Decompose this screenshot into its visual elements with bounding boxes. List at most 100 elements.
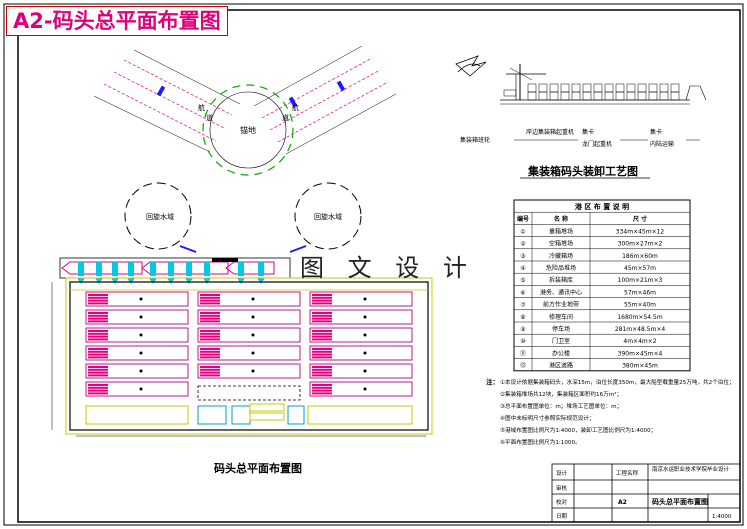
container-stack [88, 312, 108, 314]
label-channel-right-b: 道 [282, 113, 289, 122]
container-stack [312, 386, 332, 389]
crane-arrow [149, 278, 157, 284]
tb-scale: 1:4000 [712, 514, 732, 520]
crane-arrow [127, 278, 135, 284]
flow-label-truck: 集卡 [582, 128, 594, 136]
profile-container [615, 83, 625, 93]
flow-label-quay-crane: 岸边集装箱起重机 [526, 128, 574, 136]
sheet-banner-title: A2-码头总平面布置图 [6, 6, 228, 36]
block-marker [139, 297, 143, 301]
channel-buoy-left [156, 85, 166, 97]
legend-cell: ⑫ [520, 362, 526, 370]
profile-container [560, 83, 570, 93]
tb-date-label: 日期 [556, 513, 568, 520]
profile-container [560, 91, 570, 101]
profile-container [626, 91, 636, 101]
container-stack [312, 312, 332, 314]
crane-arrow [257, 278, 265, 284]
title-block [551, 463, 741, 523]
yard-block [309, 381, 413, 397]
profile-container [593, 83, 603, 93]
container-stack [200, 317, 220, 320]
profile-container [549, 91, 559, 101]
label-channel-left-b: 道 [206, 113, 213, 122]
container-stack [88, 392, 108, 395]
legend-cell: 4m×4m×2 [623, 338, 656, 345]
container-stack [312, 294, 332, 296]
container-stack [312, 302, 332, 305]
container-stack [200, 356, 220, 359]
container-stack [200, 366, 220, 368]
legend-cell: 380m×45m [622, 363, 658, 370]
note-line: ③总平面布置图单位：m；堆场工艺图单位：m； [500, 402, 622, 410]
container-stack [88, 294, 108, 296]
profile-container [659, 83, 669, 93]
profile-container [637, 91, 647, 101]
label-turning-right: 回旋水域 [314, 212, 342, 221]
legend-cell: ⑩ [520, 338, 525, 345]
legend-cell: 重箱堆场 [549, 227, 573, 235]
container-stack [88, 386, 108, 389]
block-marker [251, 315, 255, 319]
ship-bow-block [212, 258, 238, 262]
profile-container [670, 91, 680, 101]
container-stack [88, 348, 108, 350]
label-turning-left: 回旋水域 [146, 212, 174, 221]
outer-border [3, 3, 744, 526]
yard-block [309, 291, 413, 307]
container-stack [88, 320, 108, 323]
note-line: ②集装箱堆场共12块，集装箱区面积约16万m²； [500, 390, 622, 398]
parking-block [307, 405, 413, 425]
quay-cranes [77, 262, 265, 284]
container-stack [312, 299, 332, 302]
container-stack [200, 353, 220, 356]
yard-block [309, 327, 413, 343]
profile-container [582, 91, 592, 101]
yard-block [197, 327, 301, 343]
gate-block-2 [249, 412, 285, 421]
container-stack [312, 320, 332, 323]
container-stack [88, 302, 108, 305]
container-stack [312, 366, 332, 368]
container-stack [312, 392, 332, 395]
legend-cell: 100m×21m×3 [618, 277, 663, 284]
container-stack [312, 332, 332, 335]
legend-header: 编号 [517, 215, 529, 223]
tb-drawing-name: 码头总平面布置图 [652, 497, 708, 506]
container-stack [200, 312, 220, 314]
quay-crane [112, 262, 118, 276]
note-line: ④图中未标明尺寸参照实际规范设计； [500, 414, 595, 422]
legend-cell: 停车场 [552, 325, 570, 333]
legend-cell: ⑤ [520, 277, 525, 284]
profile-container [604, 91, 614, 101]
quay-crane [168, 262, 174, 276]
block-marker [363, 387, 367, 391]
profile-container [637, 83, 647, 93]
container-stack [312, 335, 332, 338]
container-stack [200, 348, 220, 350]
container-stack [88, 389, 108, 392]
block-marker [363, 315, 367, 319]
container-stack [312, 338, 332, 341]
container-stack [88, 356, 108, 359]
tb-design-label: 设计 [556, 469, 568, 477]
turning-basin-left [124, 182, 192, 250]
container-stack [200, 368, 220, 371]
block-marker [251, 369, 255, 373]
flow-label-hinterland: 内陆运输 [650, 140, 674, 148]
office-block-2 [231, 405, 251, 425]
yard-block [309, 363, 413, 379]
container-stack [88, 314, 108, 317]
container-stack [88, 338, 108, 341]
container-stack [312, 348, 332, 350]
block-marker [363, 369, 367, 373]
block-marker [139, 387, 143, 391]
reserved-block [197, 385, 301, 401]
legend-cell: 前方作业地带 [543, 301, 579, 309]
legend-cell: ④ [520, 265, 525, 272]
profile-container [648, 91, 658, 101]
container-stack [88, 350, 108, 353]
legend-cell: 港区道路 [549, 362, 573, 370]
